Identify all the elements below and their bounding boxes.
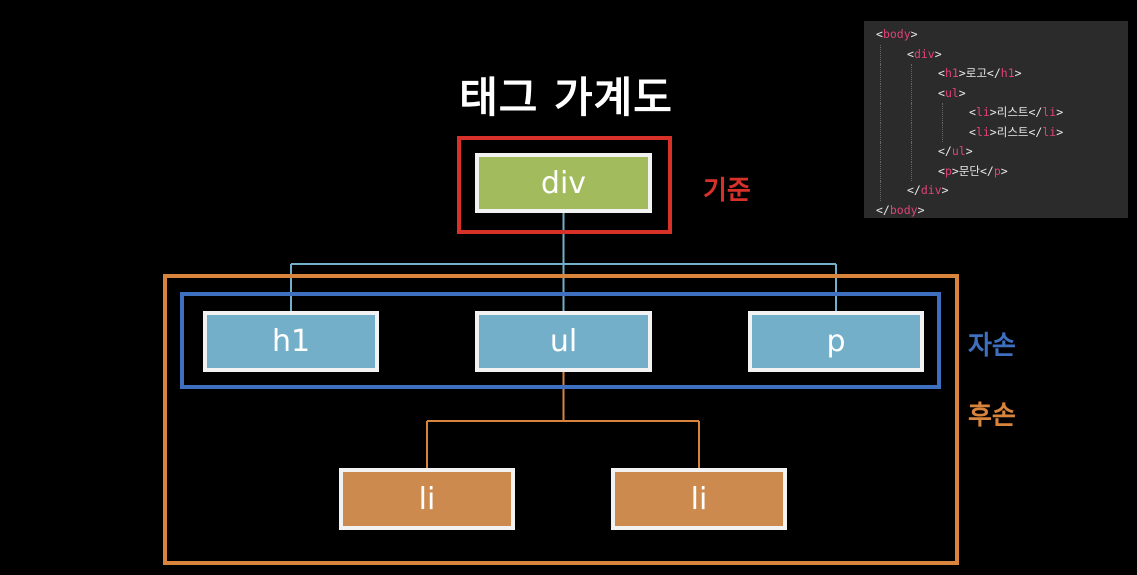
code-tag-name: h1 [1000, 66, 1015, 80]
div-node: div [475, 153, 652, 213]
code-bracket: > [965, 144, 973, 158]
indent-guide [880, 161, 881, 181]
ul-node: ul [475, 311, 652, 372]
code-tag-name: body [889, 202, 918, 217]
indent-guide [911, 161, 912, 181]
code-line: </div> [864, 181, 1128, 201]
indent-guide [911, 83, 912, 103]
children-label: 자손 [968, 331, 1016, 361]
code-panel: <body> <div> <h1>로고</h1> <ul> <li>리스트</l… [864, 21, 1128, 218]
code-bracket: < [938, 85, 945, 100]
code-bracket: </ [938, 144, 952, 158]
base-frame [457, 136, 672, 234]
indent-guide [880, 44, 881, 64]
code-line: <h1>로고</h1> [864, 64, 1128, 84]
code-line: </ul> [864, 142, 1128, 162]
code-bracket: < [969, 105, 976, 119]
indent-guide [880, 83, 881, 103]
li-node-2: li [611, 468, 787, 530]
code-tag-name: li [1042, 124, 1057, 139]
code-tag-name: div [913, 46, 935, 61]
code-line: <div> [864, 44, 1128, 64]
code-bracket: > [989, 124, 997, 139]
code-bracket: < [907, 46, 914, 61]
code-line: <p>문단</p> [864, 161, 1128, 181]
children-frame [180, 292, 941, 389]
code-tag-name: ul [951, 144, 966, 158]
code-bracket: > [1056, 105, 1064, 119]
code-bracket: > [1056, 124, 1064, 139]
code-tag-name: div [920, 183, 942, 197]
code-line: <ul> [864, 83, 1128, 103]
code-bracket: </ [876, 202, 890, 217]
indent-guide [880, 142, 881, 162]
code-tag-name: ul [944, 85, 959, 100]
code-bracket: < [969, 124, 976, 139]
code-tag-name: p [993, 163, 1001, 178]
page-title: 태그 가계도 [459, 73, 673, 122]
code-bracket: > [934, 46, 942, 61]
descendants-label: 후손 [968, 401, 1016, 431]
code-bracket: > [917, 202, 925, 217]
code-line: <body> [864, 25, 1128, 45]
code-text: 리스트 [996, 124, 1029, 139]
base-label: 기준 [703, 176, 751, 206]
code-bracket: < [876, 27, 883, 41]
code-line: </body> [864, 201, 1128, 221]
code-text: 리스트 [996, 105, 1029, 119]
code-bracket: </ [1028, 124, 1043, 139]
code-bracket: > [951, 163, 959, 178]
indent-guide [880, 64, 881, 84]
indent-guide [911, 64, 912, 84]
code-tag-name: h1 [944, 66, 959, 80]
code-bracket: > [1000, 163, 1008, 178]
code-bracket: </ [979, 163, 994, 178]
indent-guide [942, 122, 943, 142]
code-tag-name: li [975, 124, 990, 139]
code-bracket: </ [1028, 105, 1043, 119]
indent-guide [942, 103, 943, 123]
code-line: <li>리스트</li> [864, 103, 1128, 123]
code-tag-name: li [975, 105, 990, 119]
code-bracket: > [958, 85, 966, 100]
code-bracket: </ [986, 66, 1001, 80]
code-line: <li>리스트</li> [864, 122, 1128, 142]
indent-guide [880, 103, 881, 123]
code-tag-name: li [1042, 105, 1057, 119]
indent-guide [880, 122, 881, 142]
code-bracket: < [938, 163, 945, 178]
p-node: p [748, 311, 924, 372]
h1-node: h1 [203, 311, 379, 372]
code-bracket: > [910, 27, 918, 41]
code-bracket: > [941, 183, 949, 197]
code-tag-name: body [882, 27, 911, 41]
descendants-frame [163, 274, 959, 565]
descendant-connectors [426, 372, 700, 468]
code-bracket: > [958, 66, 966, 80]
indent-guide [911, 142, 912, 162]
code-bracket: </ [907, 183, 921, 197]
code-bracket: > [989, 105, 997, 119]
code-text: 문단 [958, 163, 980, 178]
code-bracket: > [1014, 66, 1022, 80]
code-text: 로고 [965, 66, 987, 80]
code-tag-name: p [944, 163, 952, 178]
code-bracket: < [938, 66, 945, 80]
indent-guide [911, 103, 912, 123]
li-node-1: li [339, 468, 515, 530]
indent-guide [911, 122, 912, 142]
indent-guide [880, 181, 881, 201]
